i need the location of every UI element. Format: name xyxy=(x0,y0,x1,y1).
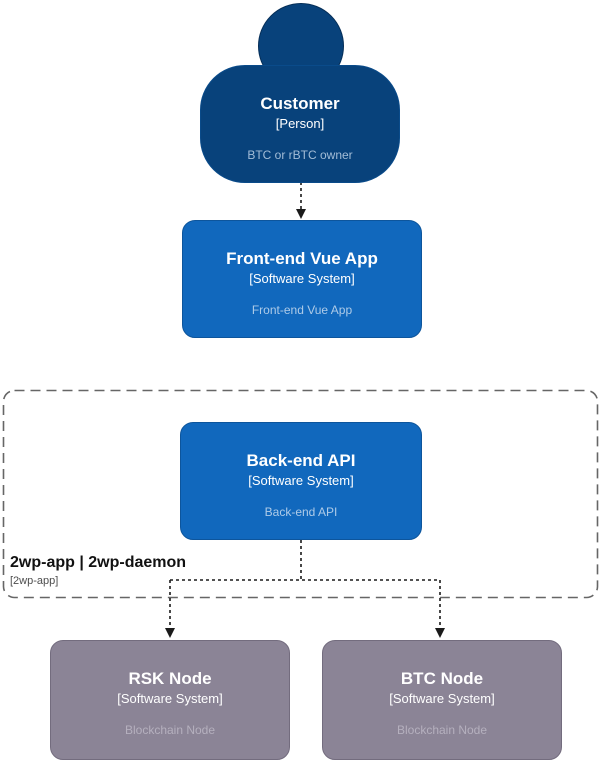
boundary-label: 2wp-app | 2wp-daemon xyxy=(10,554,187,571)
frontend-type: [Software System] xyxy=(249,271,355,286)
customer-type: [Person] xyxy=(275,116,325,131)
boundary-sublabel: [2wp-app] xyxy=(10,575,59,587)
btc-node-type: [Software System] xyxy=(389,691,495,706)
backend-name: Back-end API xyxy=(246,451,356,470)
customer-person-shape: Customer [Person] BTC or rBTC owner xyxy=(200,65,400,183)
btc-node-description: Blockchain Node xyxy=(396,723,488,737)
frontend-name: Front-end Vue App xyxy=(226,249,378,268)
btc-node-name: BTC Node xyxy=(400,669,484,688)
rsk-node-system-box: RSK Node [Software System] Blockchain No… xyxy=(50,640,290,760)
frontend-system-box: Front-end Vue App [Software System] Fron… xyxy=(182,220,422,338)
customer-description: BTC or rBTC owner xyxy=(247,148,353,162)
backend-type: [Software System] xyxy=(248,473,354,488)
arrowhead-backend-btc xyxy=(435,628,445,638)
customer-name: Customer xyxy=(260,94,340,113)
arrowhead-customer-frontend xyxy=(296,209,306,219)
frontend-description: Front-end Vue App xyxy=(251,303,353,317)
backend-system-box: Back-end API [Software System] Back-end … xyxy=(180,422,422,540)
arrowhead-backend-rsk xyxy=(165,628,175,638)
rsk-node-name: RSK Node xyxy=(128,669,212,688)
backend-description: Back-end API xyxy=(264,505,338,519)
btc-node-system-box: BTC Node [Software System] Blockchain No… xyxy=(322,640,562,760)
rsk-node-type: [Software System] xyxy=(117,691,223,706)
rsk-node-description: Blockchain Node xyxy=(124,723,216,737)
boundary-label-group: 2wp-app | 2wp-daemon [2wp-app] xyxy=(10,553,186,588)
